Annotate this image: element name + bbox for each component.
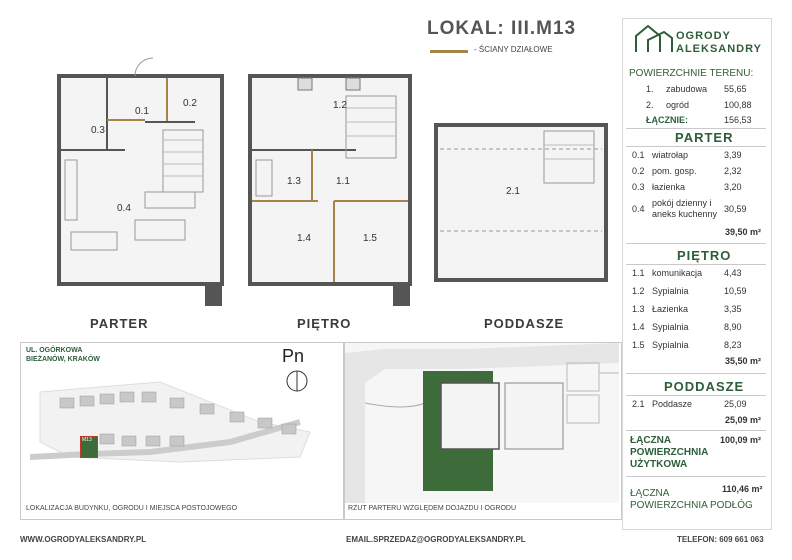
poddasze-sum: 25,09 m² [725, 415, 762, 425]
parter-row-name: łazienka [652, 182, 686, 192]
room-label-0-4: 0.4 [117, 203, 131, 214]
room-label-1-2: 1.2 [333, 100, 347, 111]
logo-line1: OGRODY [676, 30, 731, 42]
address-line2: BIEŻANÓW, KRAKÓW [26, 356, 100, 363]
terrain-title: POWIERZCHNIE TERENU: [629, 68, 754, 79]
terrain-row-value: 55,65 [724, 84, 747, 94]
pietro-row-no: 1.5 [632, 340, 645, 350]
parter-row-no: 0.4 [632, 204, 645, 214]
house-logo-icon [635, 24, 673, 52]
parter-plan-label: PARTER [90, 316, 149, 331]
floor-area-label-1: ŁĄCZNA [630, 488, 670, 499]
logo-line2: ALEKSANDRY [676, 43, 762, 55]
pietro-row-name: Sypialnia [652, 340, 689, 350]
poddasze-row-name: Poddasze [652, 399, 693, 409]
room-label-0-2: 0.2 [183, 98, 197, 109]
compass-icon [286, 370, 308, 392]
pietro-row-value: 8,90 [724, 322, 742, 332]
room-label-1-3: 1.3 [287, 176, 301, 187]
partition-wall-legend-swatch [430, 50, 468, 53]
page-title: LOKAL: III.M13 [427, 18, 577, 39]
address-line1: UL. OGÓRKOWA [26, 347, 83, 354]
location-caption: LOKALIZACJA BUDYNKU, OGRODU I MIEJSCA PO… [26, 505, 238, 512]
room-label-0-3: 0.3 [91, 125, 105, 136]
pietro-sum: 35,50 m² [725, 356, 762, 366]
usable-area-value: 100,09 m² [720, 435, 762, 445]
usable-area-label-1: ŁĄCZNA [630, 435, 672, 446]
pietro-row-value: 10,59 [724, 286, 747, 296]
terrain-row-name: zabudowa [666, 84, 708, 94]
parter-section-title: PARTER [675, 130, 734, 145]
footer-phone[interactable]: TELEFON: 609 661 063 [677, 535, 764, 544]
terrain-total-value: 156,53 [724, 115, 752, 125]
floor-area-value: 110,46 m² [722, 484, 763, 494]
pietro-row-no: 1.4 [632, 322, 645, 332]
pietro-row-value: 8,23 [724, 340, 742, 350]
parter-row-value: 30,59 [724, 204, 747, 214]
pietro-row-no: 1.3 [632, 304, 645, 314]
terrain-total-label: ŁĄCZNIE: [646, 115, 688, 125]
north-label: Pn [282, 346, 305, 366]
pietro-row-value: 4,43 [724, 268, 742, 278]
terrain-row-name: ogród [666, 100, 690, 110]
pietro-row-value: 3,35 [724, 304, 742, 314]
unit-marker-label: M13 [82, 437, 92, 443]
room-label-1-4: 1.4 [297, 233, 311, 244]
usable-area-label-3: UŻYTKOWA [630, 459, 688, 470]
parter-row-name-cont: aneks kuchenny [652, 209, 718, 219]
pietro-row-name: Łazienka [652, 304, 689, 314]
pietro-row-name: Sypialnia [652, 322, 689, 332]
poddasze-plan-label: PODDASZE [484, 316, 565, 331]
parter-row-value: 3,20 [724, 182, 742, 192]
logo [634, 24, 674, 59]
footer-email[interactable]: EMAIL.SPRZEDAZ@OGRODYALEKSANDRY.PL [346, 535, 526, 544]
parter-row-value: 2,32 [724, 166, 742, 176]
pietro-row-no: 1.1 [632, 268, 645, 278]
poddasze-row-value: 25,09 [724, 399, 747, 409]
unit-marker [80, 436, 98, 458]
parter-row-name: pokój dzienny i [652, 198, 712, 208]
room-label-1-5: 1.5 [363, 233, 377, 244]
terrain-row-no: 1. [646, 84, 654, 94]
parter-row-no: 0.3 [632, 182, 645, 192]
pietro-row-name: Sypialnia [652, 286, 689, 296]
pietro-section-title: PIĘTRO [677, 248, 732, 263]
poddasze-row-no: 2.1 [632, 399, 645, 409]
room-label-0-1: 0.1 [135, 106, 149, 117]
footer-website[interactable]: WWW.OGRODYALEKSANDRY.PL [20, 535, 147, 544]
room-label-2-1: 2.1 [506, 186, 520, 197]
parter-row-no: 0.1 [632, 150, 645, 160]
terrain-row-value: 100,88 [724, 100, 752, 110]
poddasze-section-title: PODDASZE [664, 379, 745, 394]
terrain-row-no: 2. [646, 100, 654, 110]
room-label-1-1: 1.1 [336, 176, 350, 187]
partition-wall-legend-label: - ŚCIANY DZIAŁOWE [474, 45, 553, 54]
parter-row-no: 0.2 [632, 166, 645, 176]
pietro-plan [248, 74, 412, 306]
pietro-plan-label: PIĘTRO [297, 316, 352, 331]
pietro-row-name: komunikacja [652, 268, 703, 278]
parter-sum: 39,50 m² [725, 227, 762, 237]
site-plan-map [345, 343, 619, 503]
neighbourhood-map [30, 381, 311, 463]
parter-row-name: wiatrołap [652, 150, 689, 160]
floor-area-label-2: POWIERZCHNIA PODŁÓG [630, 500, 753, 511]
parter-row-name: pom. gosp. [652, 166, 697, 176]
pietro-row-no: 1.2 [632, 286, 645, 296]
poddasze-plan [434, 123, 608, 282]
parter-plan [57, 57, 224, 306]
site-caption: RZUT PARTERU WZGLĘDEM DOJAZDU I OGRODU [348, 505, 517, 512]
parter-row-value: 3,39 [724, 150, 742, 160]
usable-area-label-2: POWIERZCHNIA [630, 447, 709, 458]
